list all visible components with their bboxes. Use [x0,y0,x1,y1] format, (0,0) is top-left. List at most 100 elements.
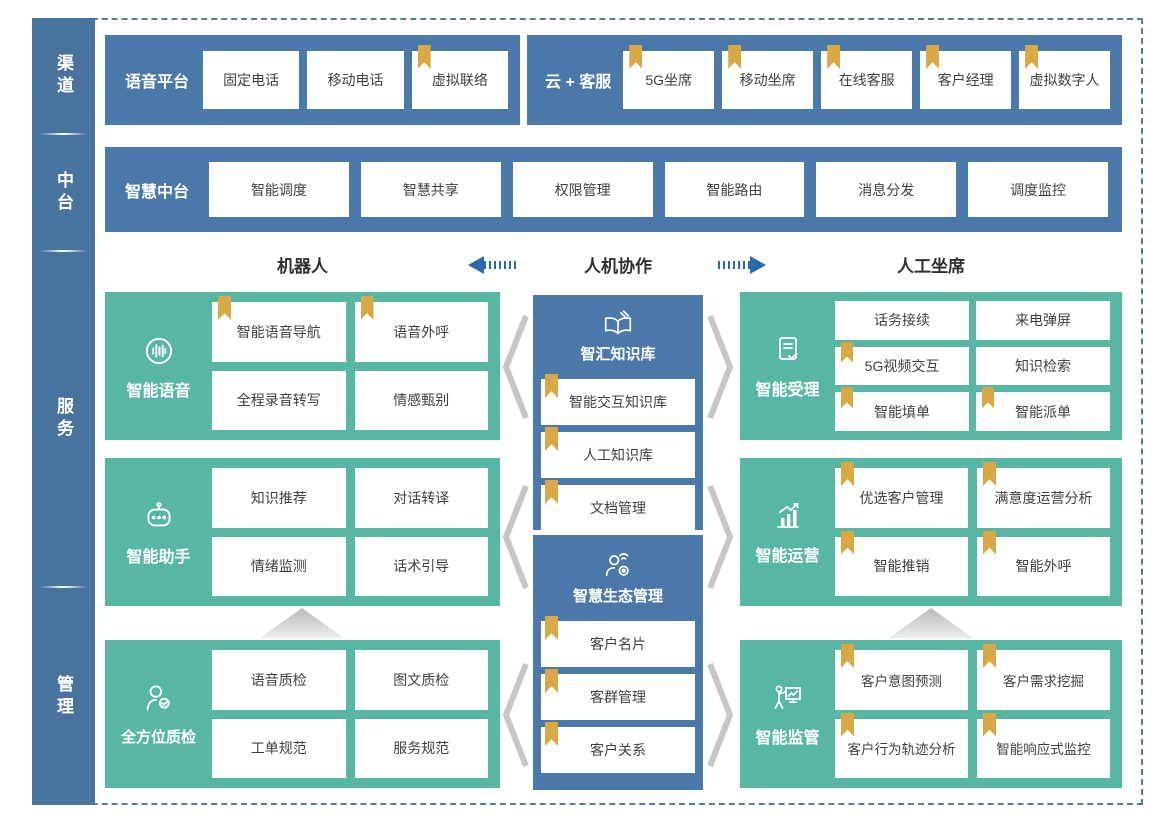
feature-label: 客户名片 [590,636,646,652]
bookmark-icon [841,530,854,555]
feature-box: 客户经理 [920,45,1012,109]
feature-box: 智慧共享 [360,162,501,217]
feature-box: 客户名片 [541,616,695,667]
feature-label: 客群管理 [590,689,646,705]
sidebar-divider [39,586,88,588]
sidebar-label: 中台 [54,170,73,215]
smart-middle-platform-block: 智慧中台 智能调度 智慧共享 权限管理 [105,147,1122,232]
feature-box: 优选客户管理 [835,462,968,528]
block-title: 全方位质检 [120,729,196,746]
bookmark-icon [841,462,854,486]
feature-box: 知识检索 [976,346,1110,386]
collab-header-human-agent: 人工坐席 [897,257,965,276]
bookmark-icon [926,45,940,69]
smart-voice-block: 智能语音 智能语音导航 语音外呼 全程录音转写 [105,292,500,440]
chevron-left-icon [502,662,529,768]
feature-label: 客户意图预测 [861,673,942,689]
feature-box: 移动坐席 [722,45,814,109]
right-flow-arrow [718,256,766,274]
feature-label: 权限管理 [554,181,611,198]
arrow-dashes [718,261,750,269]
feature-label: 智能调度 [250,181,307,198]
bookmark-icon [545,616,558,640]
feature-box: 情感甄别 [354,370,488,430]
feature-box: 满意度运营分析 [977,462,1110,528]
feature-label: 移动坐席 [739,72,796,88]
block-title: 云 + 客服 [545,74,612,91]
feature-box: 文档管理 [541,480,695,531]
layer-sidebar: 渠道 中台 服务 管理 [32,18,95,805]
smart-assistant-block: 智能助手 知识推荐 对话转译 情绪监测 [105,458,500,606]
feature-box: 5G视频交互 [835,341,969,386]
bookmark-icon [841,644,854,668]
presenter-board-icon [774,685,801,709]
smart-operation-block: 智能运营 优选客户管理 满意度运营分析 智能推销 [740,458,1122,606]
sidebar-label: 管理 [54,674,73,719]
chevron-left-icon [502,314,529,420]
chevron-right-icon [707,484,734,590]
sidebar-item-management: 管理 [32,588,95,805]
feature-box: 智能路由 [664,162,805,217]
voice-icon [145,337,172,364]
feature-label: 服务规范 [393,740,450,757]
feature-label: 文档管理 [590,500,646,516]
feature-box: 全程录音转写 [212,370,346,430]
bookmark-icon [629,45,643,69]
block-title: 智慧中台 [125,183,190,201]
arrow-right-icon [750,256,766,274]
smart-operation-label: 智能运营 [740,458,835,606]
quality-inspection-label: 全方位质检 [105,640,212,788]
document-check-icon [778,336,797,360]
cloud-service-items: 5G坐席 移动坐席 在线客服 客户经理 [623,45,1111,109]
feature-label: 对话转译 [393,489,450,506]
feature-label: 虚拟数字人 [1029,72,1100,88]
quality-inspection-items: 语音质检 图文质检 工单规范 服务规范 [212,640,500,788]
feature-label: 5G视频交互 [864,357,940,374]
bookmark-icon [983,712,996,737]
bookmark-icon [728,45,742,69]
bookmark-icon [827,45,841,69]
feature-box: 情绪监测 [212,536,346,596]
feature-label: 智能外呼 [1015,558,1072,575]
block-title: 智能语音 [126,382,191,400]
feature-label: 优选客户管理 [859,489,944,506]
feature-box: 服务规范 [354,718,488,778]
feature-label: 调度监控 [1010,181,1067,198]
feature-label: 智能响应式监控 [996,742,1091,758]
feature-box: 调度监控 [968,162,1108,217]
bookmark-icon [841,712,854,737]
feature-label: 客户关系 [590,742,646,758]
smart-assistant-label: 智能助手 [105,458,212,606]
feature-box: 智能调度 [209,162,349,217]
feature-label: 智能填单 [874,403,930,420]
bookmark-icon [545,480,558,504]
sidebar-label: 服务 [54,397,73,441]
feature-box: 智能派单 [976,387,1110,431]
feature-label: 工单规范 [250,740,307,757]
chevron-right-icon [707,662,734,768]
bookmark-icon [983,644,996,668]
voice-platform-items: 固定电话 移动电话 虚拟联络 [203,45,508,109]
feature-box: 话务接续 [835,301,969,340]
knowledge-base-items: 智能交互知识库 人工知识库 文档管理 [541,374,695,531]
collab-header-robot: 机器人 [277,257,328,276]
smart-operation-items: 优选客户管理 满意度运营分析 智能推销 智能外呼 [835,458,1122,606]
bookmark-icon [1025,45,1039,69]
sidebar-item-middle-platform: 中台 [32,135,95,250]
ecosystem-management-block: 智慧生态管理 客户名片 客群管理 客户关系 [533,535,703,790]
feature-label: 移动电话 [327,72,384,88]
block-title: 智能监管 [755,729,820,747]
bookmark-icon [417,45,431,69]
feature-box: 权限管理 [512,162,653,217]
sidebar-item-channel: 渠道 [32,18,95,133]
feature-box: 客群管理 [541,669,695,720]
smart-supervision-items: 客户意图预测 客户需求挖掘 客户行为轨迹分析 智能响应式监控 [835,640,1122,788]
bookmark-icon [983,530,996,555]
feature-box: 5G坐席 [623,45,715,109]
feature-label: 话术引导 [393,558,450,575]
arrow-left-icon [468,256,484,274]
sidebar-label: 渠道 [54,53,73,98]
feature-label: 客户需求挖掘 [1003,673,1084,689]
block-title: 智能运营 [755,547,820,565]
